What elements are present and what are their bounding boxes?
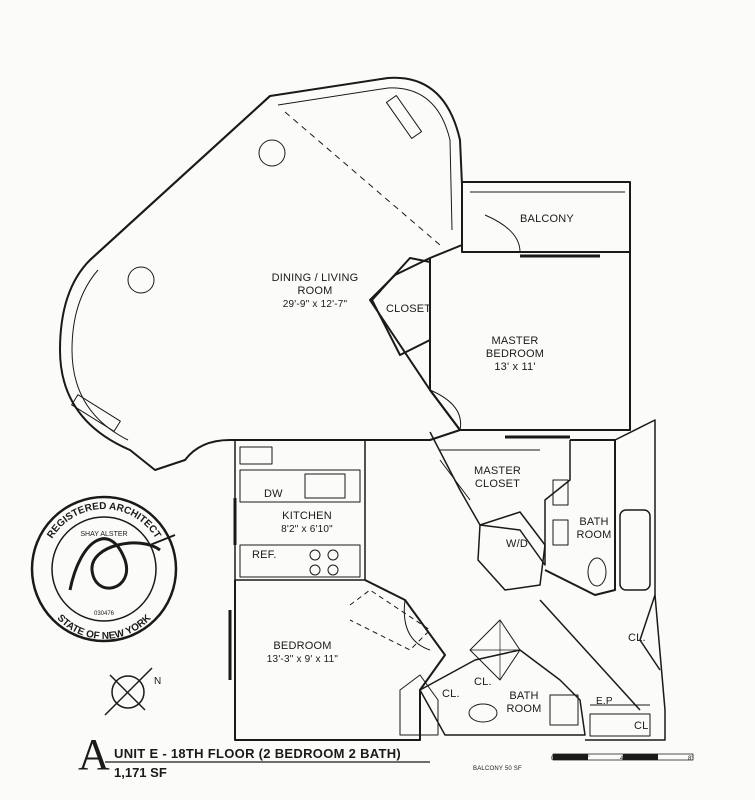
label-master-bedroom-name2: BEDROOM xyxy=(485,348,545,360)
balcony-outline xyxy=(461,181,631,253)
label-master-bedroom-name: MASTER xyxy=(491,335,539,347)
label-ep: E.P xyxy=(596,696,613,707)
cl-box xyxy=(399,674,439,736)
label-bath2: BATH ROOM xyxy=(500,690,548,716)
closet-outline xyxy=(371,257,431,356)
architect-stamp xyxy=(30,495,178,643)
label-master-closet-name2: CLOSET xyxy=(474,478,521,490)
label-master-closet-name: MASTER xyxy=(473,465,522,477)
bath2-outline xyxy=(419,649,586,736)
label-balcony: BALCONY xyxy=(520,213,574,225)
scale-tick-0: 0 xyxy=(551,756,555,762)
label-closet: CLOSET xyxy=(386,303,432,315)
label-bath-master: BATH ROOM xyxy=(570,516,618,542)
unit-letter: A xyxy=(78,730,110,779)
scale-tick-4: 4' xyxy=(620,756,625,762)
label-cl-4: CL. xyxy=(634,720,652,732)
north-label: N xyxy=(154,676,161,687)
stamp-number: 030476 xyxy=(94,611,115,617)
scale-tick-8: 8' xyxy=(688,756,693,762)
scale-tick-2: 2' xyxy=(585,756,590,762)
label-dining-living: DINING / LIVING ROOM 29'-9" x 12'-7" xyxy=(255,272,375,311)
balcony-area: BALCONY 50 SF xyxy=(473,766,522,772)
label-cl-2: CL. xyxy=(474,676,492,688)
label-cl-3: CL. xyxy=(628,632,646,644)
label-dining-living-name: DINING / LIVING xyxy=(271,272,359,284)
label-master-bedroom: MASTER BEDROOM 13' x 11' xyxy=(470,335,560,374)
label-bedroom-name: BEDROOM xyxy=(273,640,332,652)
unit-area: 1,171 SF xyxy=(114,765,167,780)
north-arrow-icon xyxy=(104,667,153,716)
label-bath-master-name: BATH xyxy=(579,516,609,528)
label-bedroom: BEDROOM 13'-3" x 9' x 11" xyxy=(250,640,355,666)
label-bath2-name2: ROOM xyxy=(506,703,542,715)
living-room-outline xyxy=(59,76,463,471)
label-kitchen-name: KITCHEN xyxy=(282,510,332,522)
label-master-closet: MASTER CLOSET xyxy=(470,465,525,491)
wd-outline xyxy=(477,511,546,591)
label-cl-1: CL. xyxy=(442,688,460,700)
label-dining-living-dim: 29'-9" x 12'-7" xyxy=(282,299,348,310)
label-master-bedroom-dim: 13' x 11' xyxy=(494,361,536,373)
label-dining-living-name2: ROOM xyxy=(297,285,333,297)
label-bath-master-name2: ROOM xyxy=(576,529,612,541)
label-dw: DW xyxy=(264,488,283,500)
master-bath-outline xyxy=(544,439,616,596)
label-kitchen-dim: 8'2" x 6'10" xyxy=(281,524,333,535)
label-wd: W/D xyxy=(506,538,528,550)
label-bath2-name: BATH xyxy=(509,690,539,702)
label-kitchen: KITCHEN 8'2" x 6'10" xyxy=(262,510,352,536)
label-bedroom-dim: 13'-3" x 9' x 11" xyxy=(266,654,339,665)
bedroom-outline xyxy=(234,579,446,741)
stamp-name: SHAY ALSTER xyxy=(80,531,127,538)
label-ref: REF. xyxy=(252,549,277,561)
unit-title: UNIT E - 18TH FLOOR (2 BEDROOM 2 BATH) xyxy=(114,746,402,761)
